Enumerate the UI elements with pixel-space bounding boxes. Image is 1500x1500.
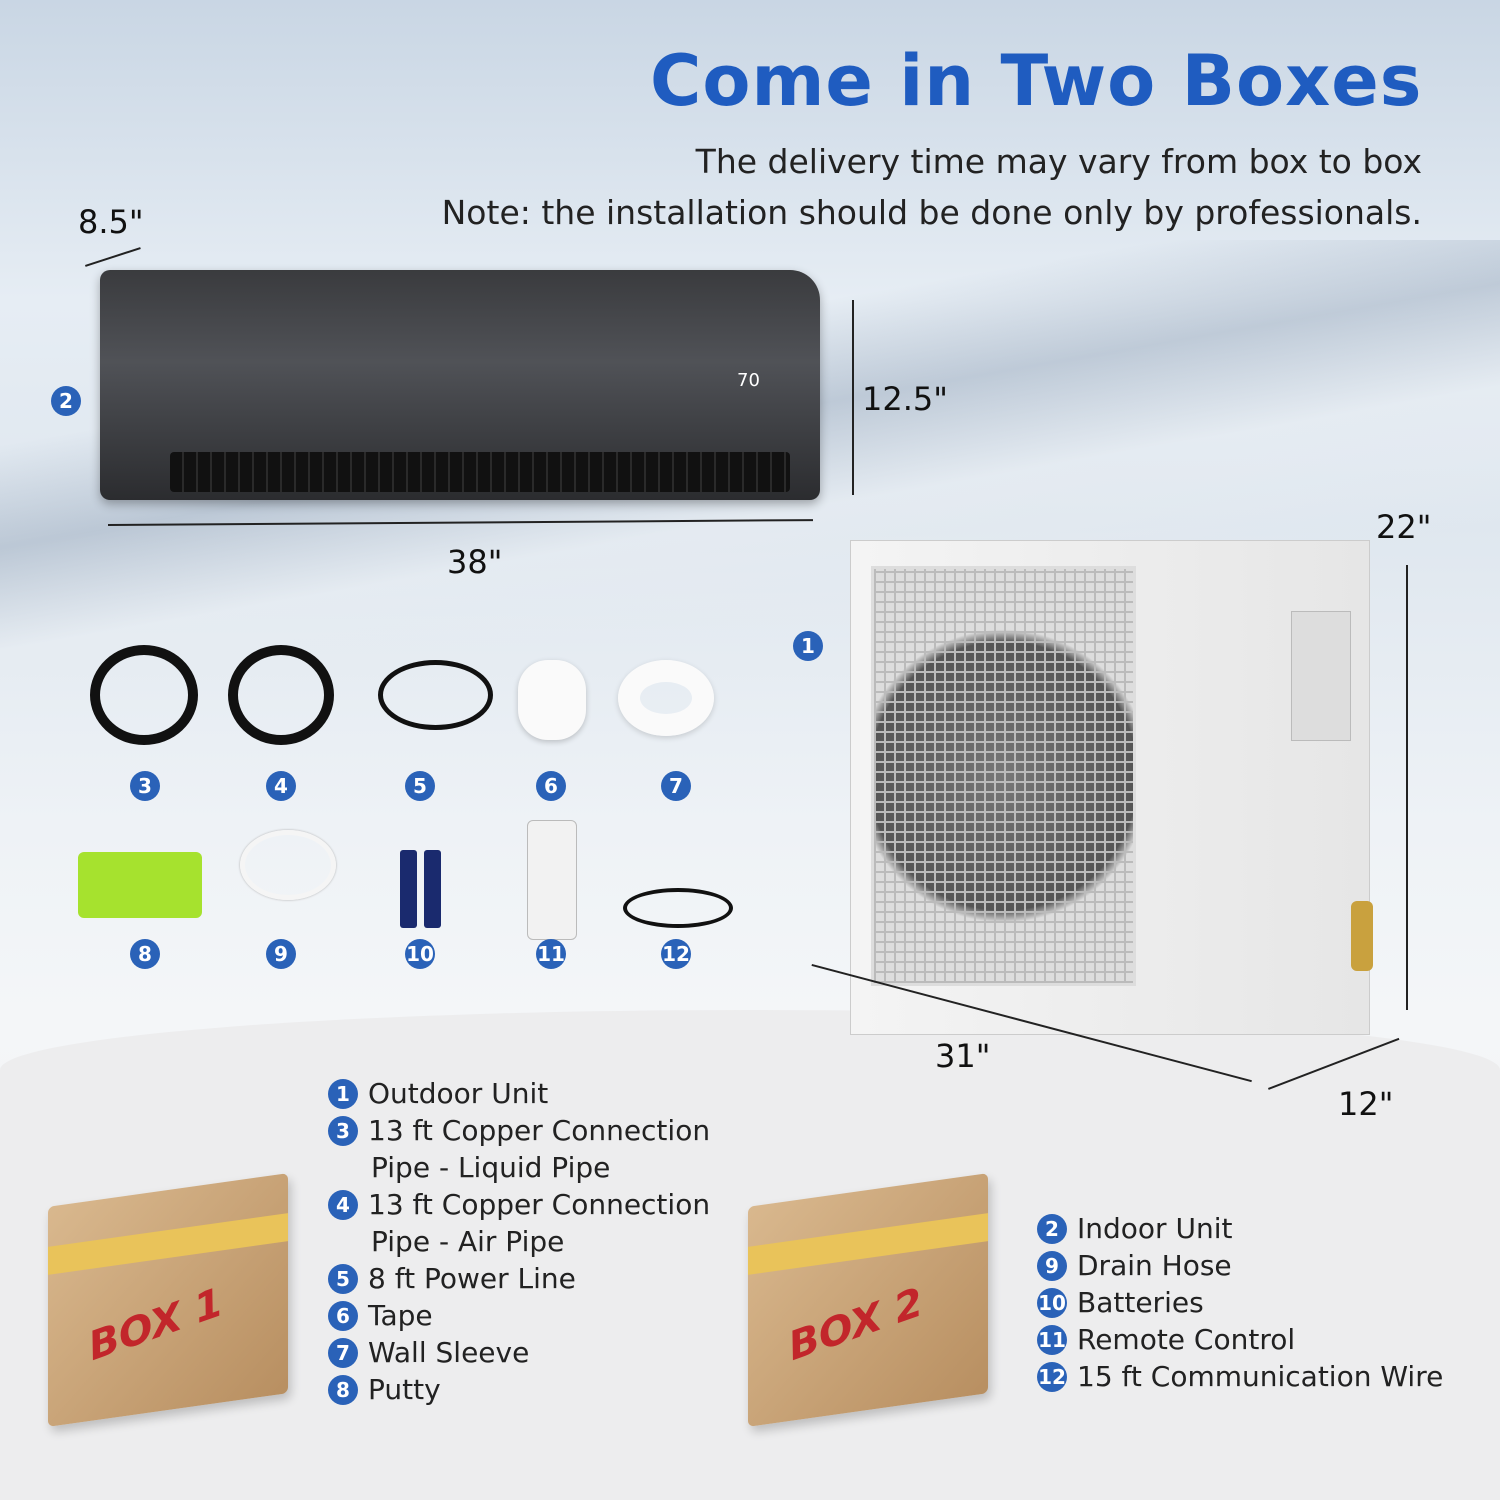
communication-wire (623, 888, 733, 928)
box-tape (48, 1213, 288, 1275)
badge: 3 (328, 1115, 358, 1146)
item-text: Outdoor Unit (368, 1077, 549, 1110)
badge: 10 (1037, 1287, 1067, 1318)
page-title: Come in Two Boxes (650, 40, 1423, 122)
box-1-illustration: BOX 1 (48, 1173, 288, 1427)
box-2-label: BOX 2 (784, 1279, 927, 1370)
list-item: 7 Wall Sleeve (328, 1334, 710, 1371)
item-text: 13 ft Copper Connection (368, 1188, 711, 1221)
outdoor-width-label: 31" (935, 1037, 991, 1075)
temperature-display: 70 (737, 370, 760, 391)
badge: 12 (1037, 1361, 1067, 1392)
putty-pack (78, 852, 202, 918)
indoor-unit: 70 (100, 270, 820, 500)
list-item: 12 15 ft Communication Wire (1037, 1358, 1443, 1395)
list-item: 3 13 ft Copper Connection (328, 1112, 710, 1149)
outdoor-height-label: 22" (1376, 508, 1432, 546)
item-text: Wall Sleeve (368, 1336, 530, 1369)
badge: 11 (1037, 1324, 1067, 1355)
fan-grille (871, 566, 1136, 986)
tape-roll (518, 660, 586, 740)
item-text: 15 ft Communication Wire (1077, 1360, 1444, 1393)
badge-10: 10 (405, 939, 435, 969)
air-vent (170, 452, 790, 492)
outdoor-depth-label: 12" (1338, 1085, 1394, 1123)
badge-9: 9 (266, 939, 296, 969)
badge: 6 (328, 1300, 358, 1331)
badge-7: 7 (661, 771, 691, 801)
box-1-contents: 1 Outdoor Unit 3 13 ft Copper Connection P… (328, 1075, 710, 1408)
badge-1: 1 (793, 631, 823, 661)
badge: 4 (328, 1189, 358, 1220)
power-line-coil (378, 660, 493, 730)
indoor-depth-label: 8.5" (78, 203, 144, 241)
badge-5: 5 (405, 771, 435, 801)
list-item: 2 Indoor Unit (1037, 1210, 1443, 1247)
box-1-label: BOX 1 (84, 1279, 227, 1370)
badge: 2 (1037, 1213, 1067, 1244)
badge-6: 6 (536, 771, 566, 801)
height-arrow (852, 300, 854, 495)
badge-12: 12 (661, 939, 691, 969)
badge-11: 11 (536, 939, 566, 969)
list-item: 11 Remote Control (1037, 1321, 1443, 1358)
box-tape (748, 1213, 988, 1275)
box-2-illustration: BOX 2 (748, 1173, 988, 1427)
item-text: 8 ft Power Line (368, 1262, 576, 1295)
item-text: Batteries (1077, 1286, 1204, 1319)
item-text: Drain Hose (1077, 1249, 1232, 1282)
item-text-cont: Pipe - Air Pipe (371, 1225, 565, 1258)
indoor-height-label: 12.5" (862, 380, 948, 418)
drain-hose (240, 830, 336, 900)
badge: 9 (1037, 1250, 1067, 1281)
outdoor-unit (850, 540, 1373, 1035)
badge: 5 (328, 1263, 358, 1294)
list-item: 4 13 ft Copper Connection (328, 1186, 710, 1223)
battery (424, 850, 441, 928)
air-pipe-coil (228, 645, 334, 745)
item-text: Putty (368, 1373, 441, 1406)
subtitle-note: Note: the installation should be done on… (441, 193, 1422, 232)
box-2-contents: 2 Indoor Unit 9 Drain Hose 10 Batteries 11 R… (1037, 1210, 1443, 1395)
outdoor-height-arrow (1406, 565, 1408, 1010)
item-text: Indoor Unit (1077, 1212, 1233, 1245)
wall-sleeve (618, 660, 714, 736)
item-text: Remote Control (1077, 1323, 1296, 1356)
battery (400, 850, 417, 928)
list-item: 9 Drain Hose (1037, 1247, 1443, 1284)
badge: 1 (328, 1078, 358, 1109)
list-item: 6 Tape (328, 1297, 710, 1334)
item-text: Tape (368, 1299, 433, 1332)
valve-cover (1291, 611, 1351, 741)
badge: 7 (328, 1337, 358, 1368)
badge-2: 2 (51, 386, 81, 416)
badge-8: 8 (130, 939, 160, 969)
list-item: 10 Batteries (1037, 1284, 1443, 1321)
badge-3: 3 (130, 771, 160, 801)
brass-valves (1351, 901, 1373, 971)
subtitle-delivery: The delivery time may vary from box to b… (695, 142, 1422, 181)
item-text-cont: Pipe - Liquid Pipe (371, 1151, 611, 1184)
list-item: 8 Putty (328, 1371, 710, 1408)
liquid-pipe-coil (90, 645, 198, 745)
badge: 8 (328, 1374, 358, 1405)
badge-4: 4 (266, 771, 296, 801)
remote-control (527, 820, 577, 940)
list-item: 5 8 ft Power Line (328, 1260, 710, 1297)
item-text: 13 ft Copper Connection (368, 1114, 711, 1147)
list-item: 1 Outdoor Unit (328, 1075, 710, 1112)
indoor-width-label: 38" (447, 543, 503, 581)
